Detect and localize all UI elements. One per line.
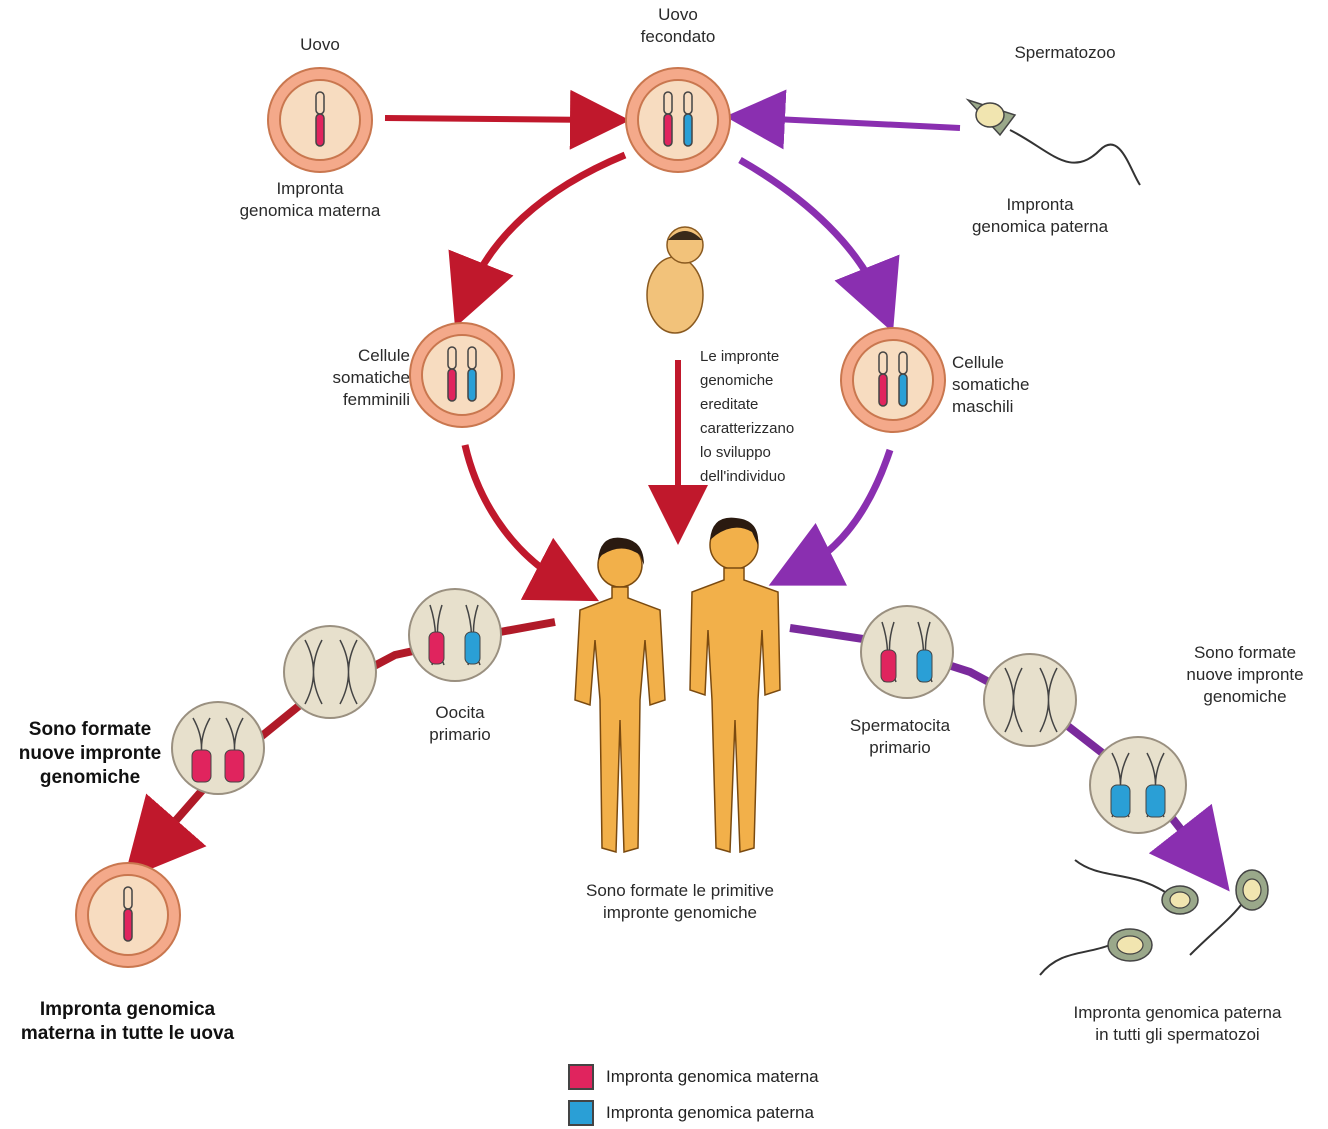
maternal-chromosome-icon <box>664 92 672 146</box>
oogenesis-stage-2 <box>284 626 376 718</box>
maternal-chromosome-icon <box>316 92 324 146</box>
legend-item-maternal: Impronta genomica materna <box>568 1064 819 1090</box>
maternal-swatch <box>568 1064 594 1090</box>
spermatogenesis-stage-2 <box>984 654 1076 746</box>
label-cellule-maschili: Cellule somatiche maschili <box>952 352 1072 418</box>
spermatocyte-primary-cell <box>861 606 953 698</box>
arrow-egg-to-zygote <box>385 118 600 120</box>
label-spermatozoo: Spermatozoo <box>985 42 1145 64</box>
label-primitive: Sono formate le primitive impronte genom… <box>545 880 815 924</box>
label-cellule-femminili: Cellule somatiche femminili <box>300 345 410 411</box>
label-nuove-impronte-left: Sono formate nuove impronte genomiche <box>5 718 175 790</box>
legend-item-paternal: Impronta genomica paterna <box>568 1100 814 1126</box>
oocyte-primary-cell <box>409 589 501 681</box>
arrow-zygote-to-female-cells <box>468 155 625 295</box>
label-oocita: Oocita primario <box>405 702 515 746</box>
label-center-note: Le impronte genomiche ereditate caratter… <box>700 345 860 489</box>
label-nuove-impronte-right: Sono formate nuove impronte genomiche <box>1165 642 1325 708</box>
baby-icon <box>647 227 703 333</box>
arrow-sperm-to-zygote <box>755 118 960 128</box>
label-uova-finale: Impronta genomica materna in tutte le uo… <box>5 998 250 1046</box>
label-impronta-paterna: Impronta genomica paterna <box>935 194 1145 238</box>
sperm-group-icon <box>1040 860 1268 975</box>
oogenesis-stage-3 <box>172 702 264 794</box>
arrow-female-cells-to-body <box>465 445 568 585</box>
arrow-zygote-to-male-cells <box>740 160 880 300</box>
label-uovo-fecondato: Uovo fecondato <box>608 4 748 48</box>
label-uovo: Uovo <box>270 34 370 56</box>
label-spermatocita: Spermatocita primario <box>830 715 970 759</box>
man-figure <box>690 518 780 852</box>
label-impronta-materna: Impronta genomica materna <box>205 178 415 222</box>
legend-label-paternal: Impronta genomica paterna <box>606 1103 814 1123</box>
sperm-icon <box>968 100 1140 185</box>
legend-label-maternal: Impronta genomica materna <box>606 1067 819 1087</box>
label-sperm-finale: Impronta genomica paterna in tutti gli s… <box>1035 1002 1320 1046</box>
final-egg-cell <box>76 863 180 967</box>
woman-figure <box>575 538 665 852</box>
zygote-cell <box>626 68 730 172</box>
spermatogenesis-stage-3 <box>1090 737 1186 833</box>
egg-cell <box>268 68 372 172</box>
paternal-swatch <box>568 1100 594 1126</box>
paternal-chromosome-icon <box>684 92 692 146</box>
female-somatic-cell <box>410 323 514 427</box>
